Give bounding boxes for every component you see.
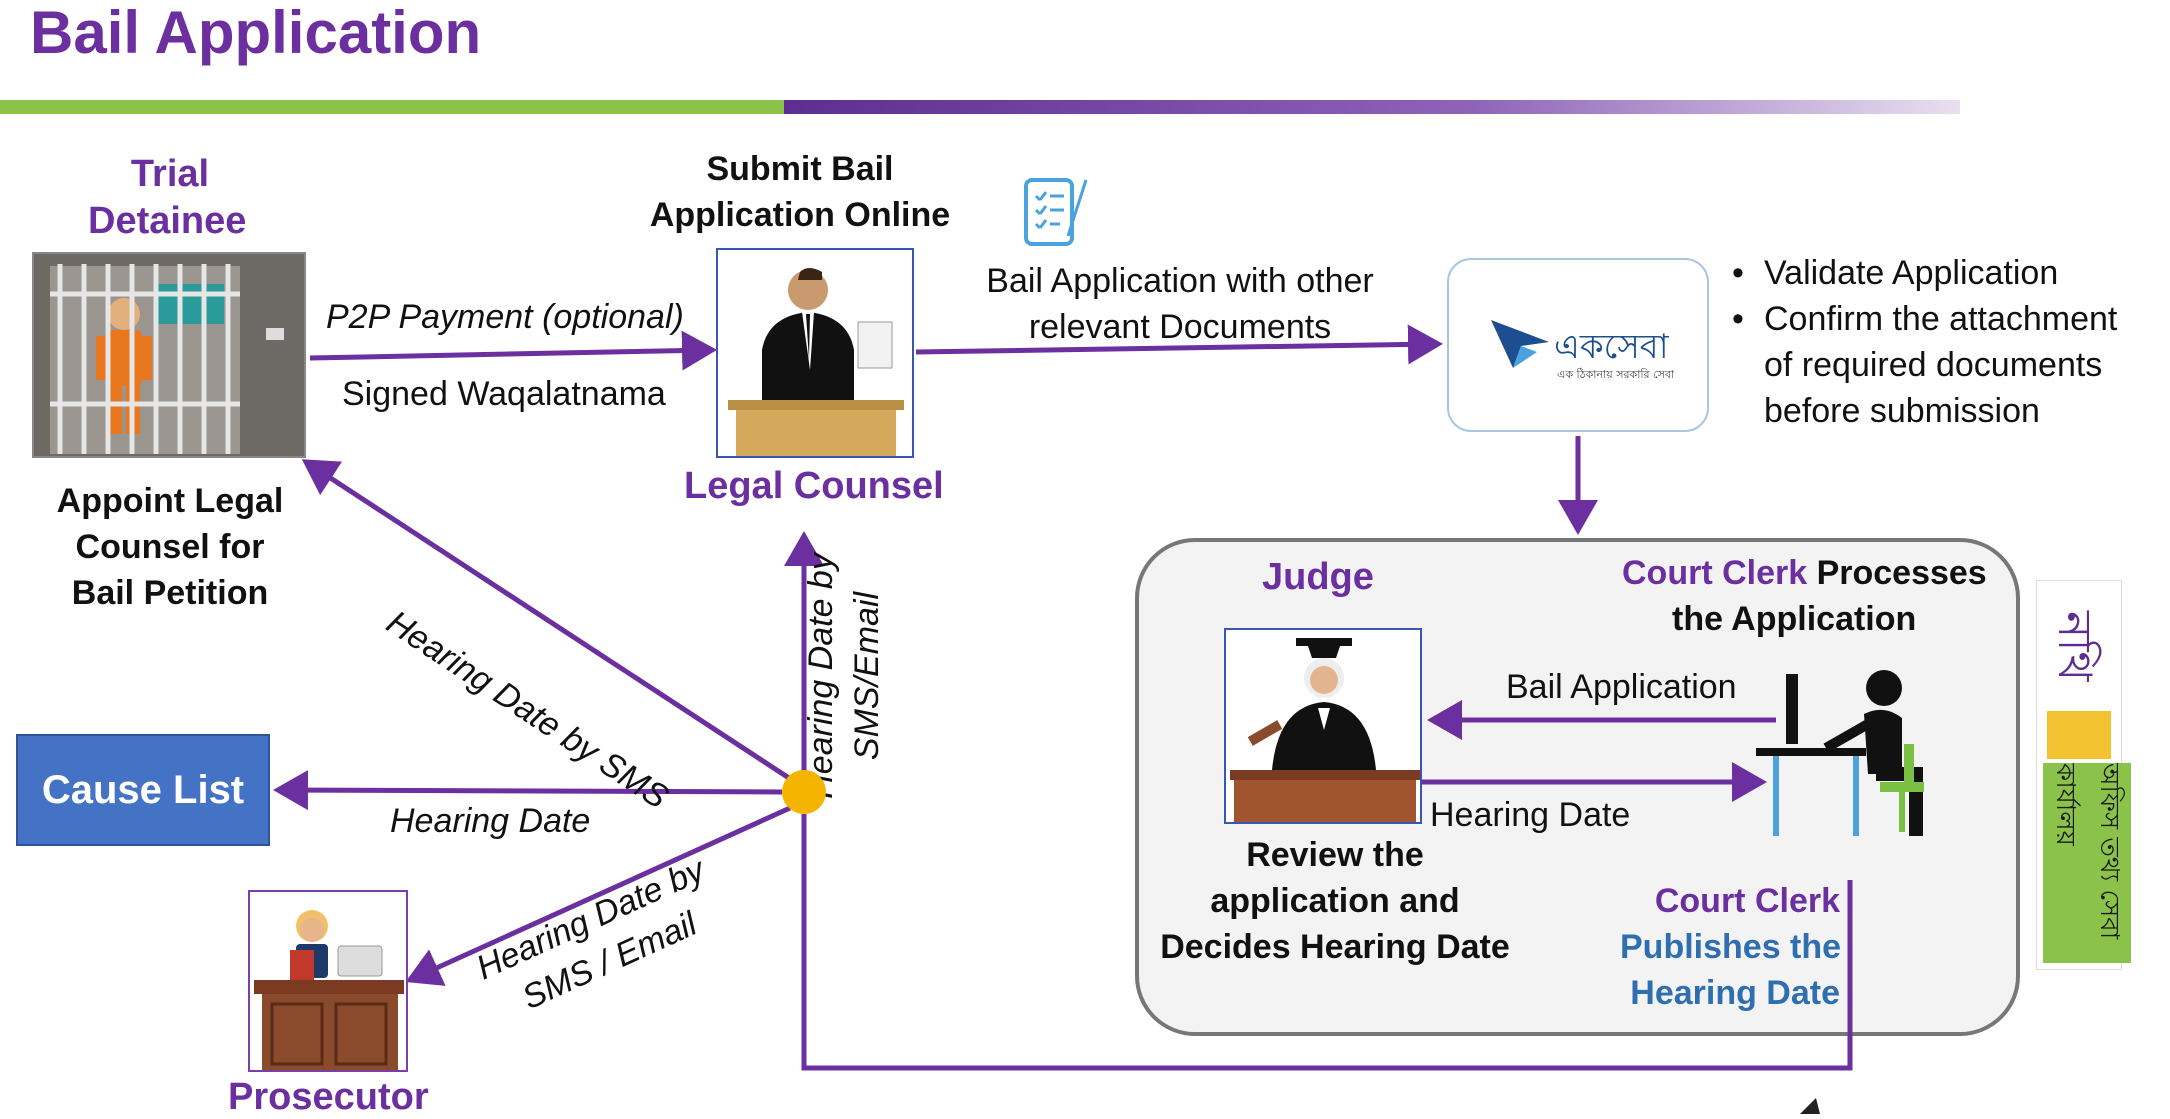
prosecutor-label: Prosecutor [228, 1076, 429, 1118]
title-underline-bar [0, 100, 1960, 114]
detainee-caption-line1: Appoint Legal [56, 482, 284, 520]
judge-image [1224, 628, 1422, 824]
label-signed-waqalatnama: Signed Waqalatnama [342, 375, 666, 413]
judge-caption-line3: Decides Hearing Date [1160, 928, 1510, 966]
clerk-publish-line2: Publishes the [1620, 928, 1842, 966]
clerk-publish-caption: Court Clerk Publishes the Hearing Date [1620, 878, 1842, 1016]
legal-counsel-image [716, 248, 914, 458]
label-bail-documents: Bail Application with other relevant Doc… [960, 258, 1400, 350]
monitor-icon [1786, 674, 1798, 744]
arrow-dot-to-prosecutor [405, 805, 792, 986]
legal-counsel-label: Legal Counsel [684, 465, 944, 507]
counsel-top-line2: Application Online [649, 196, 951, 234]
detainee-heading-line1: Trial [130, 153, 210, 195]
ekseba-bird-icon [1491, 320, 1549, 368]
label-docs-line1: Bail Application with other [986, 262, 1374, 300]
clerk-publish-line1: Court Clerk [1654, 882, 1840, 920]
prosecutor-image [248, 890, 408, 1072]
cell-bars [50, 264, 240, 454]
detainee-caption-line3: Bail Petition [71, 574, 269, 612]
cause-list-box: Cause List [16, 734, 270, 846]
nothi-logo: নথি অফিস তথ্য সেবা কার্যালয় [2036, 580, 2131, 970]
label-hearing-date-judge: Hearing Date [1430, 796, 1631, 834]
detainee-heading-line2: Detainee [88, 200, 247, 242]
ekseba-logo-tagline: এক ঠিকানায় সরকারি সেবা [1557, 368, 1675, 381]
court-clerk-figure [1756, 670, 1924, 836]
detainee-image [32, 252, 306, 458]
paper-icon [857, 321, 893, 369]
court-clerk-heading: Court Clerk Processes [1622, 554, 1987, 593]
distribution-node [782, 770, 826, 814]
page-title: Bail Application [30, 0, 482, 66]
judge-caption-line1: Review the [1246, 836, 1424, 874]
label-bail-application: Bail Application [1506, 668, 1737, 706]
arrow-detainee-to-counsel [309, 330, 717, 371]
chair-icon [1904, 744, 1914, 784]
counsel-top-caption: Submit Bail Application Online [640, 146, 960, 238]
detainee-heading: Trial [130, 148, 210, 200]
arrow-dot-to-detainee [301, 459, 794, 783]
court-clerk-action: Processes [1807, 554, 1987, 592]
judge-label: Judge [1262, 556, 1374, 598]
nothi-folder-icon [2047, 711, 2111, 759]
bullet-confirm: •Confirm the attachment [1732, 300, 2118, 338]
label-hearing-date-cause: Hearing Date [390, 802, 591, 840]
bullet-validate: •Validate Application [1732, 254, 2059, 292]
bullet-confirm-line1: Confirm the attachment [1764, 300, 2118, 338]
clerk-publish-line3: Hearing Date [1630, 974, 1840, 1012]
arrow-dot-to-cause-list [273, 770, 783, 811]
label-p2p-payment: P2P Payment (optional) [326, 298, 684, 336]
line-clerk-publish-to-dot [801, 814, 1853, 1071]
laptop-icon [337, 945, 383, 977]
detainee-caption: Appoint Legal Counsel for Bail Petition [40, 478, 300, 616]
arrow-counsel-to-ekseba [915, 324, 1443, 365]
bullet-confirm-line2: of required documents [1764, 346, 2103, 384]
ekseba-logo-text: একসেবা [1554, 327, 1670, 367]
judge-caption: Review the application and Decides Heari… [1160, 832, 1510, 970]
validation-bullets: •Validate Application •Confirm the attac… [1732, 250, 2117, 434]
label-docs-line2: relevant Documents [1028, 308, 1332, 346]
bullet-confirm-line3: before submission [1764, 392, 2040, 430]
nothi-logo-top: নথি [2048, 610, 2102, 682]
detainee-caption-line2: Counsel for [75, 528, 265, 566]
counsel-top-line1: Submit Bail [706, 150, 894, 188]
bird-mark-icon [1800, 1098, 1820, 1114]
nothi-logo-bottom: অফিস তথ্য সেবা কার্যালয় [2043, 763, 2131, 963]
label-sms-email-line2: SMS/Email [848, 591, 886, 761]
bullet-validate-text: Validate Application [1764, 254, 2059, 292]
court-clerk-name: Court Clerk [1622, 554, 1808, 592]
checklist-icon [1024, 178, 1088, 246]
gavel-icon [1247, 720, 1283, 746]
ekseba-logo: একসেবা এক ঠিকানায় সরকারি সেবা [1491, 320, 1675, 381]
judge-caption-line2: application and [1210, 882, 1460, 920]
ekseba-portal-box: একসেবা এক ঠিকানায় সরকারি সেবা [1447, 258, 1709, 432]
court-clerk-action-line2: the Application [1672, 600, 1917, 638]
